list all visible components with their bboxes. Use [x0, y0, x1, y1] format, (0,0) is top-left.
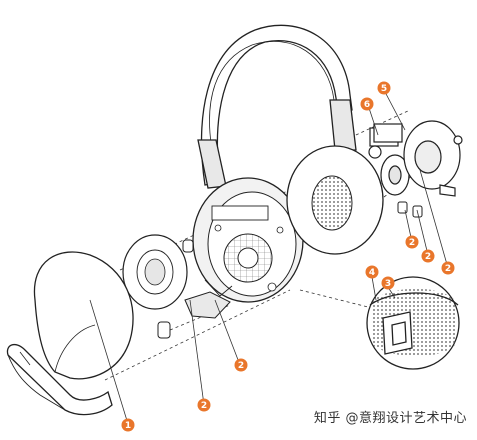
back-plate-assembly [368, 120, 463, 197]
callout-2d-label: 2 [425, 252, 431, 262]
callout-5: 5 [377, 81, 391, 95]
callout-2e: 2 [441, 261, 455, 275]
callout-2b: 2 [234, 358, 248, 372]
small-connectors [157, 201, 423, 339]
callout-2d: 2 [421, 249, 435, 263]
callout-1: 1 [121, 418, 135, 432]
right-ear-cushion [286, 145, 384, 255]
headband [197, 24, 357, 189]
callout-3-label: 3 [385, 279, 391, 289]
callout-6: 6 [360, 97, 374, 111]
outer-shell [33, 251, 134, 380]
callout-6-label: 6 [364, 100, 370, 110]
left-ear-cushion [122, 234, 188, 310]
callout-5-label: 5 [381, 84, 387, 94]
boom-arm [6, 343, 113, 416]
watermark: 知乎 @意翔设计艺术中心 [313, 411, 467, 426]
callout-2a: 2 [197, 398, 211, 412]
callout-4-label: 4 [369, 268, 375, 278]
callout-2e-label: 2 [445, 264, 451, 274]
callout-3: 3 [381, 276, 395, 290]
callout-1-label: 1 [125, 421, 131, 431]
detail-magnifier [366, 276, 460, 370]
callout-2b-label: 2 [238, 361, 244, 371]
callout-2c: 2 [405, 235, 419, 249]
callout-2c-label: 2 [409, 238, 415, 248]
callout-4: 4 [365, 265, 379, 279]
callout-leaders [89, 89, 449, 425]
left-earcup-housing [192, 177, 304, 303]
callout-2a-label: 2 [201, 401, 207, 411]
